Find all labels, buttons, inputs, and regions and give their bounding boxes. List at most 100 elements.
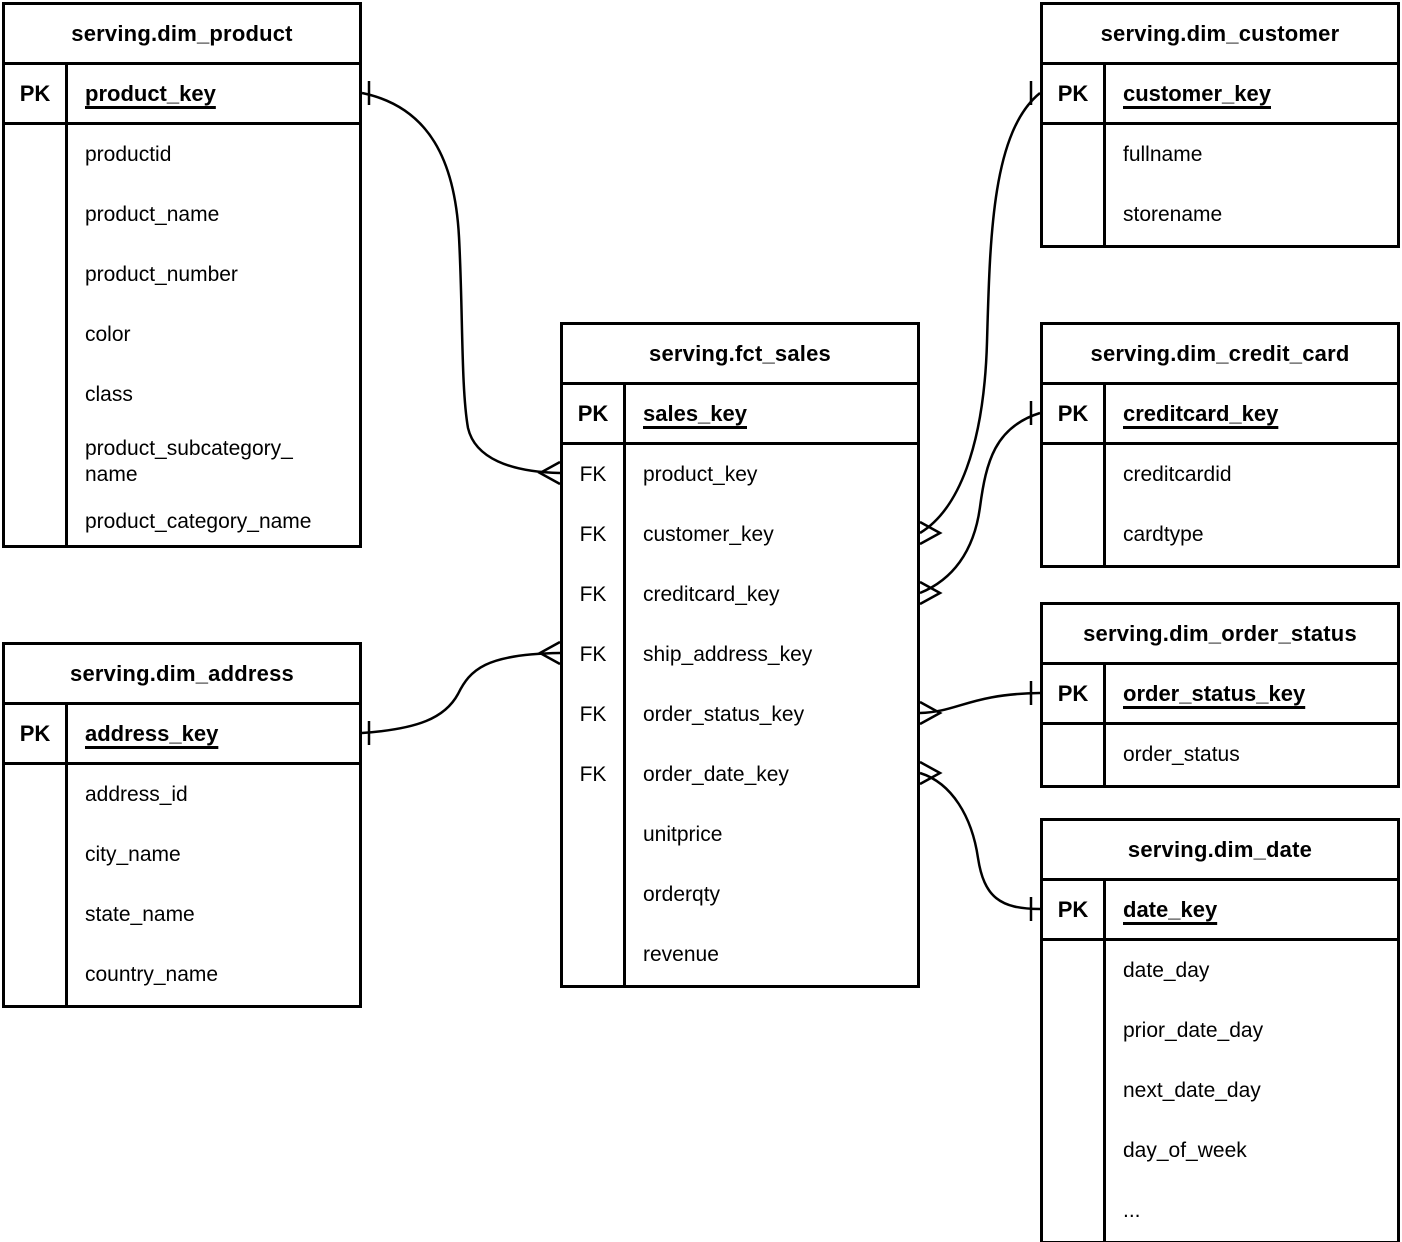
field-name: state_name [85, 902, 195, 926]
field-name: country_name [85, 962, 219, 986]
field-name: order_status [1123, 742, 1240, 766]
relationship-line [919, 771, 1041, 911]
entity-title: serving.dim_address [5, 645, 359, 705]
relationship-fct-sales-creditcard-to-dim-credit-card [919, 401, 1041, 606]
field-name: date_day [1123, 958, 1210, 982]
field-row: next_date_day [1043, 1061, 1397, 1121]
key-badge [5, 185, 68, 245]
pk-row: PK customer_key [1043, 65, 1397, 125]
field-row: storename [1043, 185, 1397, 245]
fk-badge: FK [563, 685, 626, 745]
relationship-line [919, 411, 1041, 595]
field-name: revenue [643, 942, 719, 966]
field-row: creditcardid [1043, 445, 1397, 505]
relationship-line [919, 691, 1041, 715]
entity-title: serving.dim_date [1043, 821, 1397, 881]
pk-badge: PK [563, 385, 626, 442]
field-name: order_status_key [643, 702, 805, 726]
key-badge [5, 425, 68, 499]
many-crowfoot-icon [919, 520, 943, 546]
key-badge [1043, 125, 1106, 185]
pk-field-name: creditcard_key [1123, 400, 1279, 426]
relationship-line [361, 91, 561, 475]
relationship-fct-sales-order-date-to-dim-date [919, 760, 1041, 921]
relationship-fct-sales-order-status-to-dim-order-status [919, 681, 1041, 726]
pk-row: PK date_key [1043, 881, 1397, 941]
key-badge [1043, 1001, 1106, 1061]
field-name: productid [85, 142, 172, 166]
field-row: productid [5, 125, 359, 185]
field-name: ship_address_key [643, 642, 813, 666]
fk-badge: FK [563, 745, 626, 805]
field-row: country_name [5, 945, 359, 1005]
fk-badge: FK [563, 445, 626, 505]
pk-badge: PK [1043, 65, 1106, 122]
field-row: class [5, 365, 359, 425]
pk-field-name: sales_key [643, 400, 747, 426]
field-name: address_id [85, 782, 188, 806]
pk-row: PK order_status_key [1043, 665, 1397, 725]
pk-badge: PK [5, 65, 68, 122]
field-row: product_subcategory_ name [5, 425, 359, 499]
relationship-fct-sales-product-to-dim-product [361, 81, 561, 486]
many-crowfoot-icon [537, 640, 561, 666]
key-badge [1043, 725, 1106, 785]
field-row: city_name [5, 825, 359, 885]
key-badge [5, 305, 68, 365]
field-row: date_day [1043, 941, 1397, 1001]
field-name: creditcardid [1123, 462, 1232, 486]
pk-field-name: product_key [85, 80, 216, 106]
key-badge [1043, 185, 1106, 245]
field-row: revenue [563, 925, 917, 985]
field-name: product_number [85, 262, 238, 286]
fk-badge: FK [563, 625, 626, 685]
key-badge [5, 765, 68, 825]
pk-row: PK address_key [5, 705, 359, 765]
entity-dim-customer: serving.dim_customer PK customer_key ful… [1040, 2, 1400, 248]
field-name: prior_date_day [1123, 1018, 1264, 1042]
key-badge [5, 245, 68, 305]
key-badge [5, 825, 68, 885]
field-row: FK order_status_key [563, 685, 917, 745]
field-row: product_number [5, 245, 359, 305]
pk-badge: PK [1043, 385, 1106, 442]
entity-title: serving.dim_product [5, 5, 359, 65]
key-badge [5, 945, 68, 1005]
key-badge [563, 805, 626, 865]
field-name: fullname [1123, 142, 1203, 166]
field-row: state_name [5, 885, 359, 945]
pk-row: PK sales_key [563, 385, 917, 445]
pk-badge: PK [1043, 881, 1106, 938]
pk-badge: PK [1043, 665, 1106, 722]
field-name: customer_key [643, 522, 774, 546]
entity-title: serving.fct_sales [563, 325, 917, 385]
field-name: unitprice [643, 822, 723, 846]
field-name: day_of_week [1123, 1138, 1247, 1162]
field-name: cardtype [1123, 522, 1204, 546]
field-row: FK order_date_key [563, 745, 917, 805]
relationship-line [361, 651, 561, 735]
many-crowfoot-icon [537, 460, 561, 486]
key-badge [1043, 941, 1106, 1001]
field-name: orderqty [643, 882, 721, 906]
key-badge [563, 925, 626, 985]
entity-dim-credit-card: serving.dim_credit_card PK creditcard_ke… [1040, 322, 1400, 568]
key-badge [5, 885, 68, 945]
key-badge [5, 365, 68, 425]
field-row: order_status [1043, 725, 1397, 785]
field-row: product_name [5, 185, 359, 245]
entity-title: serving.dim_credit_card [1043, 325, 1397, 385]
pk-field-name: address_key [85, 720, 219, 746]
field-name: next_date_day [1123, 1078, 1261, 1102]
key-badge [5, 125, 68, 185]
key-badge [1043, 1061, 1106, 1121]
pk-row: PK product_key [5, 65, 359, 125]
field-name: order_date_key [643, 762, 789, 786]
entity-dim-date: serving.dim_date PK date_key date_day pr… [1040, 818, 1400, 1242]
relationship-fct-sales-address-to-dim-address [361, 640, 561, 745]
